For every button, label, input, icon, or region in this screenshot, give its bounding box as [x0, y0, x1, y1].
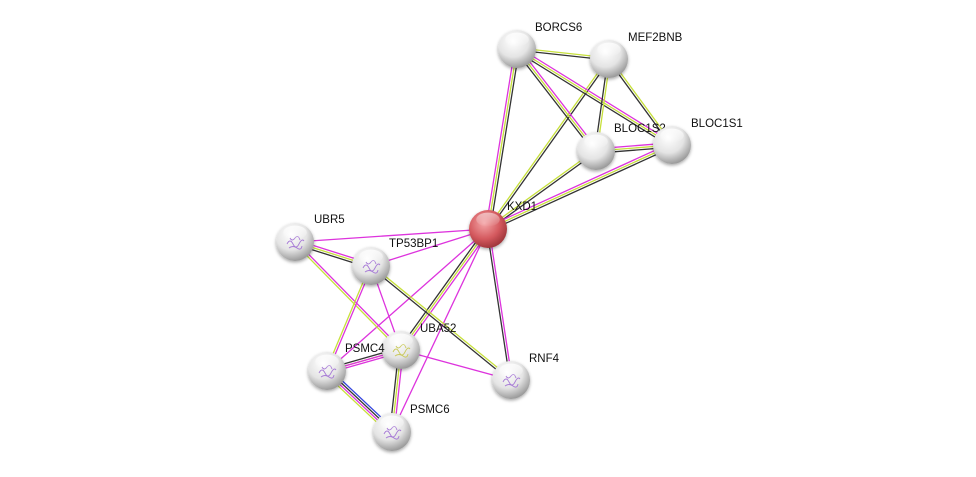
- edge-line-experimental: [294, 228, 489, 243]
- edge-uba52-rnf4[interactable]: [400, 349, 512, 381]
- edge-tp53bp1-rnf4[interactable]: [369, 264, 513, 382]
- edge-line-experimental: [486, 142, 672, 228]
- edge-line-textmining: [486, 57, 609, 229]
- node-highlight: [660, 128, 684, 143]
- edge-line-experimental: [488, 228, 513, 380]
- node-label: BORCS6: [535, 22, 582, 34]
- edge-line-textmining: [487, 144, 673, 230]
- edge-borcs6-bloc1s1[interactable]: [515, 46, 674, 148]
- node-highlight: [584, 134, 608, 149]
- edge-line-experimental: [400, 349, 512, 381]
- node-kxd1[interactable]: KXD1: [469, 201, 537, 248]
- edge-line-textmining: [487, 48, 518, 230]
- node-borcs6[interactable]: BORCS6: [498, 22, 582, 68]
- edge-line-coexpression: [515, 50, 672, 148]
- node-label: BLOC1S2: [614, 123, 666, 135]
- node-highlight: [476, 212, 500, 227]
- edge-line-textmining: [516, 48, 673, 146]
- edge-line-coexpression: [488, 59, 611, 231]
- node-highlight: [283, 225, 307, 240]
- node-label: TP53BP1: [389, 238, 438, 250]
- edge-line-textmining: [486, 149, 596, 229]
- edge-kxd1-mef2bnb[interactable]: [486, 57, 611, 231]
- edge-line-textmining: [516, 48, 597, 152]
- edge-kxd1-rnf4[interactable]: [486, 228, 513, 381]
- node-label: PSMC4: [345, 343, 385, 355]
- edge-line-coexpression: [489, 49, 520, 230]
- edge-kxd1-psmc6[interactable]: [391, 228, 489, 433]
- edge-line-textmining: [293, 242, 401, 352]
- node-bloc1s1[interactable]: BLOC1S1: [653, 118, 743, 164]
- node-highlight: [505, 32, 529, 47]
- edge-line-experimental: [518, 47, 599, 151]
- edge-kxd1-tp53bp1[interactable]: [370, 228, 489, 267]
- node-mef2bnb[interactable]: MEF2BNB: [590, 32, 683, 78]
- edge-line-coexpression: [514, 49, 595, 153]
- edge-line-textmining: [325, 265, 371, 371]
- node-label: PSMC6: [410, 404, 450, 416]
- edge-tp53bp1-psmc4[interactable]: [325, 265, 373, 372]
- node-highlight: [315, 354, 339, 369]
- edge-kxd1-borcs6[interactable]: [485, 48, 520, 230]
- edge-line-experimental: [517, 46, 674, 144]
- node-highlight: [499, 363, 523, 378]
- edge-kxd1-bloc1s2[interactable]: [486, 149, 598, 231]
- edge-line-coexpression: [486, 229, 511, 381]
- edge-line-experimental: [485, 48, 516, 229]
- edge-kxd1-ubr5[interactable]: [294, 228, 489, 243]
- edge-line-experimental: [327, 266, 373, 372]
- node-uba52[interactable]: UBA52: [382, 323, 456, 369]
- node-highlight: [380, 415, 404, 430]
- node-label: RNF4: [529, 353, 560, 365]
- node-rnf4[interactable]: RNF4: [492, 353, 560, 399]
- edge-ubr5-uba52[interactable]: [293, 240, 403, 352]
- node-highlight: [389, 333, 413, 348]
- edge-line-experimental: [402, 229, 491, 352]
- node-highlight: [597, 42, 621, 57]
- node-label: UBA52: [420, 323, 456, 335]
- edge-kxd1-psmc4[interactable]: [326, 228, 489, 372]
- edge-line-textmining: [371, 264, 513, 380]
- node-highlight: [359, 249, 383, 264]
- node-tp53bp1[interactable]: TP53BP1: [352, 238, 438, 285]
- node-label: BLOC1S1: [691, 118, 743, 130]
- edge-line-coexpression: [369, 266, 511, 382]
- node-label: UBR5: [314, 214, 345, 226]
- node-bloc1s2[interactable]: BLOC1S2: [577, 123, 666, 170]
- node-label: KXD1: [507, 201, 537, 213]
- edge-line-coexpression: [398, 227, 487, 350]
- node-label: MEF2BNB: [628, 32, 683, 44]
- edge-kxd1-bloc1s1[interactable]: [486, 142, 674, 232]
- node-psmc6[interactable]: PSMC6: [373, 404, 450, 451]
- edge-line-textmining: [400, 228, 489, 351]
- edge-kxd1-uba52[interactable]: [398, 227, 491, 352]
- edge-line-experimental: [370, 228, 489, 267]
- edge-line-coexpression: [488, 151, 598, 231]
- edge-borcs6-bloc1s2[interactable]: [514, 47, 599, 153]
- edge-line-experimental: [326, 228, 489, 372]
- node-psmc4[interactable]: PSMC4: [308, 343, 385, 390]
- node-ubr5[interactable]: UBR5: [276, 214, 345, 261]
- edge-line-experimental: [391, 228, 489, 433]
- edge-line-coexpression: [488, 146, 674, 232]
- edge-line-experimental: [295, 240, 403, 350]
